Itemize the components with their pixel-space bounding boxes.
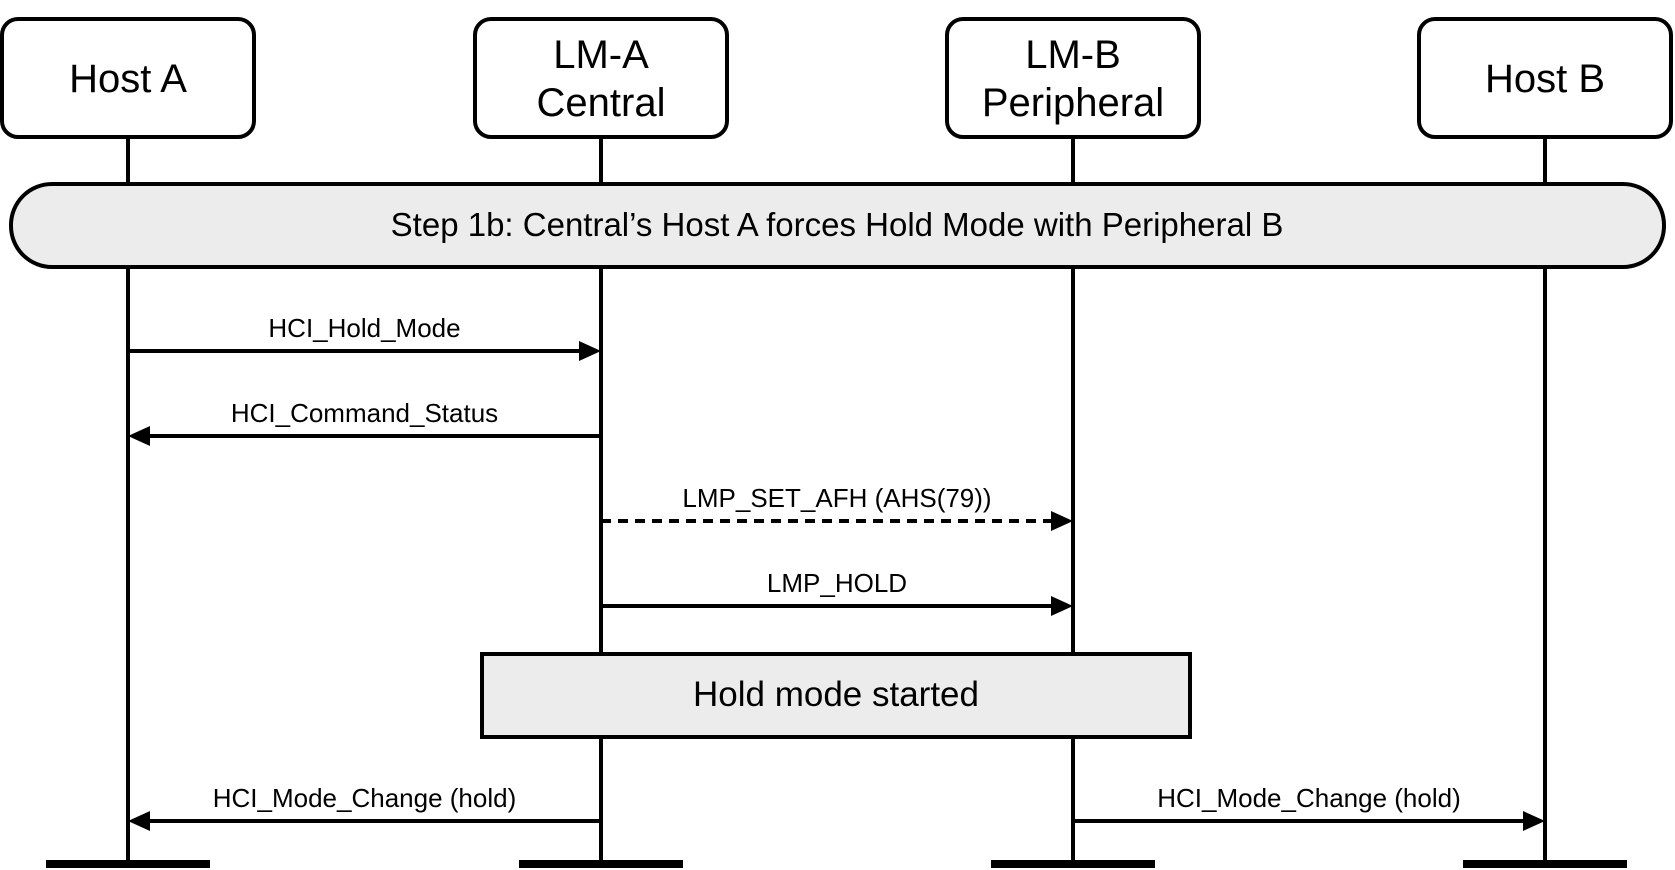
hci-hold-mode-message: HCI_Hold_Mode [128,313,601,361]
step-banner-text: Step 1b: Central’s Host A forces Hold Mo… [391,206,1284,243]
lm-a-actor-label: LM-A [553,33,649,77]
lmp-set-afh-arrowhead [1051,511,1073,531]
lmp-set-afh-label: LMP_SET_AFH (AHS(79)) [682,483,991,513]
host-b-actor-label: Host B [1485,57,1605,101]
host-b-actor-box [1417,17,1673,139]
lmp-set-afh-message: LMP_SET_AFH (AHS(79)) [601,483,1073,531]
hci-mode-change-b-label: HCI_Mode_Change (hold) [1157,783,1461,813]
lmp-hold-message: LMP_HOLD [601,568,1073,616]
lm-b-actor-label: Peripheral [982,81,1164,125]
host-a-actor-label: Host A [69,57,187,101]
lm-b-actor-box [945,17,1201,139]
host-a-actor-box [0,17,256,139]
lm-b-actor-label: LM-B [1025,33,1121,77]
host-a-actor: Host A [0,17,256,139]
lm-a-actor-label: Central [537,81,666,125]
hci-mode-change-b-message: HCI_Mode_Change (hold) [1073,783,1545,831]
messages: HCI_Hold_ModeHCI_Command_StatusLMP_SET_A… [128,313,1545,831]
hci-command-status-arrowhead [128,426,150,446]
lmp-hold-label: LMP_HOLD [767,568,907,598]
hci-mode-change-a-arrowhead [128,811,150,831]
hci-command-status-message: HCI_Command_Status [128,398,601,446]
hci-command-status-label: HCI_Command_Status [231,398,498,428]
hci-mode-change-b-arrowhead [1523,811,1545,831]
step-banner [9,182,1666,269]
lm-a-actor-box [473,17,729,139]
hci-hold-mode-label: HCI_Hold_Mode [268,313,460,343]
hold-mode-started-box [480,652,1192,739]
step-banner-group: Step 1b: Central’s Host A forces Hold Mo… [9,182,1666,269]
host-b-actor: Host B [1417,17,1673,139]
hci-hold-mode-arrowhead [579,341,601,361]
hci-mode-change-a-label: HCI_Mode_Change (hold) [213,783,517,813]
state-box-group: Hold mode started [480,652,1192,739]
lmp-hold-arrowhead [1051,596,1073,616]
hold-mode-started-text: Hold mode started [693,675,979,714]
hci-mode-change-a-message: HCI_Mode_Change (hold) [128,783,601,831]
